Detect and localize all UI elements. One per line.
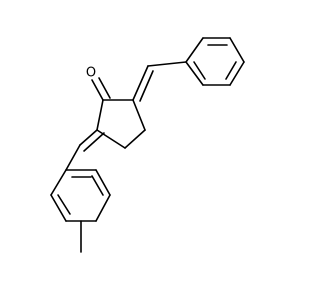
bond-c2-to-c3: [132, 99, 146, 131]
upper-benzylic-bond: [147, 61, 187, 67]
lower-exocyclic-double-bond-line-1: [79, 129, 98, 146]
upper-exocyclic-double-bond-line-1: [132, 65, 149, 101]
skeletal-formula: O: [50, 37, 245, 253]
carbonyl-double-bond-line-1: [91, 79, 104, 101]
upper-phenyl-bond-1: [185, 37, 204, 63]
bond-c3-to-c4: [124, 129, 146, 149]
lower-ring-inner-bond-1: [57, 194, 71, 215]
upper-phenyl-bond-6: [185, 61, 204, 86]
bond-c5-to-carbonyl-c: [96, 99, 104, 131]
upper-phenyl-inner-bond-3: [193, 61, 206, 80]
lower-ring-bond-1: [50, 169, 67, 196]
upper-phenyl-inner-bond-2: [225, 61, 237, 80]
upper-phenyl-bond-4: [229, 61, 245, 86]
oxygen-atom-label: O: [86, 66, 96, 81]
upper-exocyclic-double-bond-line-2: [139, 70, 154, 102]
lower-exocyclic-double-bond-line-2: [83, 132, 105, 152]
bond-c4-to-c5: [96, 129, 126, 149]
lower-ring-bond-5: [95, 169, 111, 196]
lower-ring-bond-4: [95, 194, 111, 222]
lower-ring-bond-2: [50, 194, 67, 222]
lower-ring-inner-bond-2: [91, 175, 104, 196]
structure-canvas: O: [50, 37, 245, 253]
upper-phenyl-bond-3: [229, 37, 245, 63]
carbonyl-double-bond-line-2: [98, 77, 111, 99]
lower-benzylic-bond: [65, 144, 81, 171]
